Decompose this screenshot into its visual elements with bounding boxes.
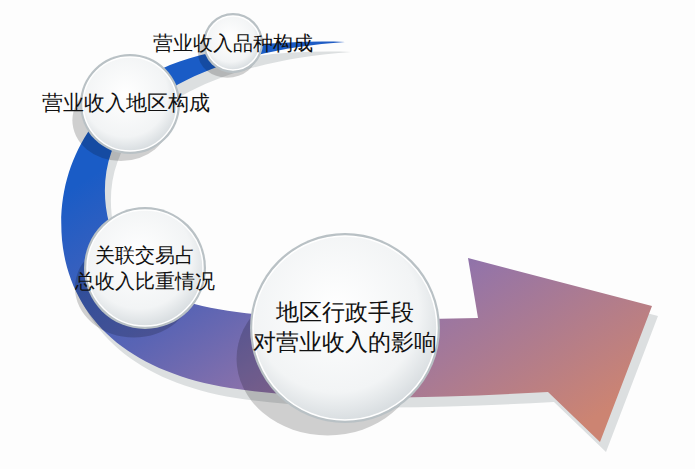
node-label: 关联交易占 总收入比重情况 — [70, 242, 220, 294]
node-label: 地区行政手段 对营业收入的影响 — [240, 298, 450, 358]
circle-node: 地区行政手段 对营业收入的影响 — [249, 232, 441, 424]
circle-node: 关联交易占 总收入比重情况 — [83, 206, 207, 330]
circle-node: 营业收入地区构成 — [79, 53, 181, 155]
circle-shape — [249, 232, 441, 424]
node-label: 营业收入地区构成 — [26, 90, 226, 117]
circle-shape — [83, 206, 207, 330]
circle-node: 营业收入品种构成 — [202, 12, 264, 74]
node-label: 营业收入品种构成 — [133, 30, 333, 56]
